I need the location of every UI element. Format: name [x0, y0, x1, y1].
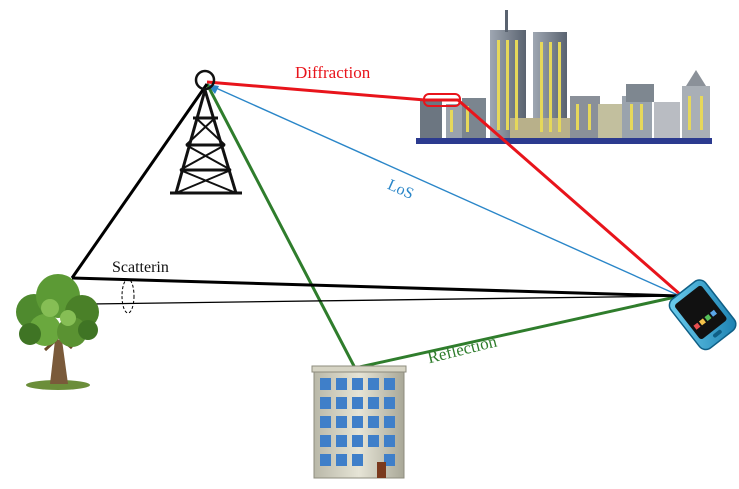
scattering-path — [70, 83, 681, 314]
building-window — [384, 416, 395, 428]
building-window — [336, 416, 347, 428]
building-window — [384, 454, 395, 466]
building-window — [352, 435, 363, 447]
building-window — [320, 435, 331, 447]
building-window — [352, 378, 363, 390]
building-window — [352, 416, 363, 428]
diffraction-path — [206, 80, 683, 298]
building-window — [320, 378, 331, 390]
office-building-icon — [311, 365, 407, 479]
cell-tower-icon — [170, 69, 242, 195]
building-window — [368, 378, 379, 390]
building-window — [384, 397, 395, 409]
scattering-region — [121, 278, 135, 314]
building-window — [336, 378, 347, 390]
building-window — [384, 435, 395, 447]
building-window — [320, 416, 331, 428]
building-window — [368, 416, 379, 428]
building-window — [384, 378, 395, 390]
scattering-label: Scatterin — [112, 259, 169, 276]
diffraction-label: Diffraction — [295, 63, 371, 82]
building-window — [352, 397, 363, 409]
building-window — [336, 397, 347, 409]
city-skyline-icon — [416, 10, 712, 144]
los-label: LoS — [385, 176, 416, 202]
building-window — [336, 435, 347, 447]
building-window — [320, 397, 331, 409]
building-window — [336, 454, 347, 466]
building-window — [368, 397, 379, 409]
reflection-label: Reflection — [425, 332, 499, 368]
smartphone-icon — [668, 279, 737, 351]
building-window — [320, 454, 331, 466]
building-window — [352, 454, 363, 466]
tree-icon — [16, 274, 99, 390]
building-window — [368, 435, 379, 447]
